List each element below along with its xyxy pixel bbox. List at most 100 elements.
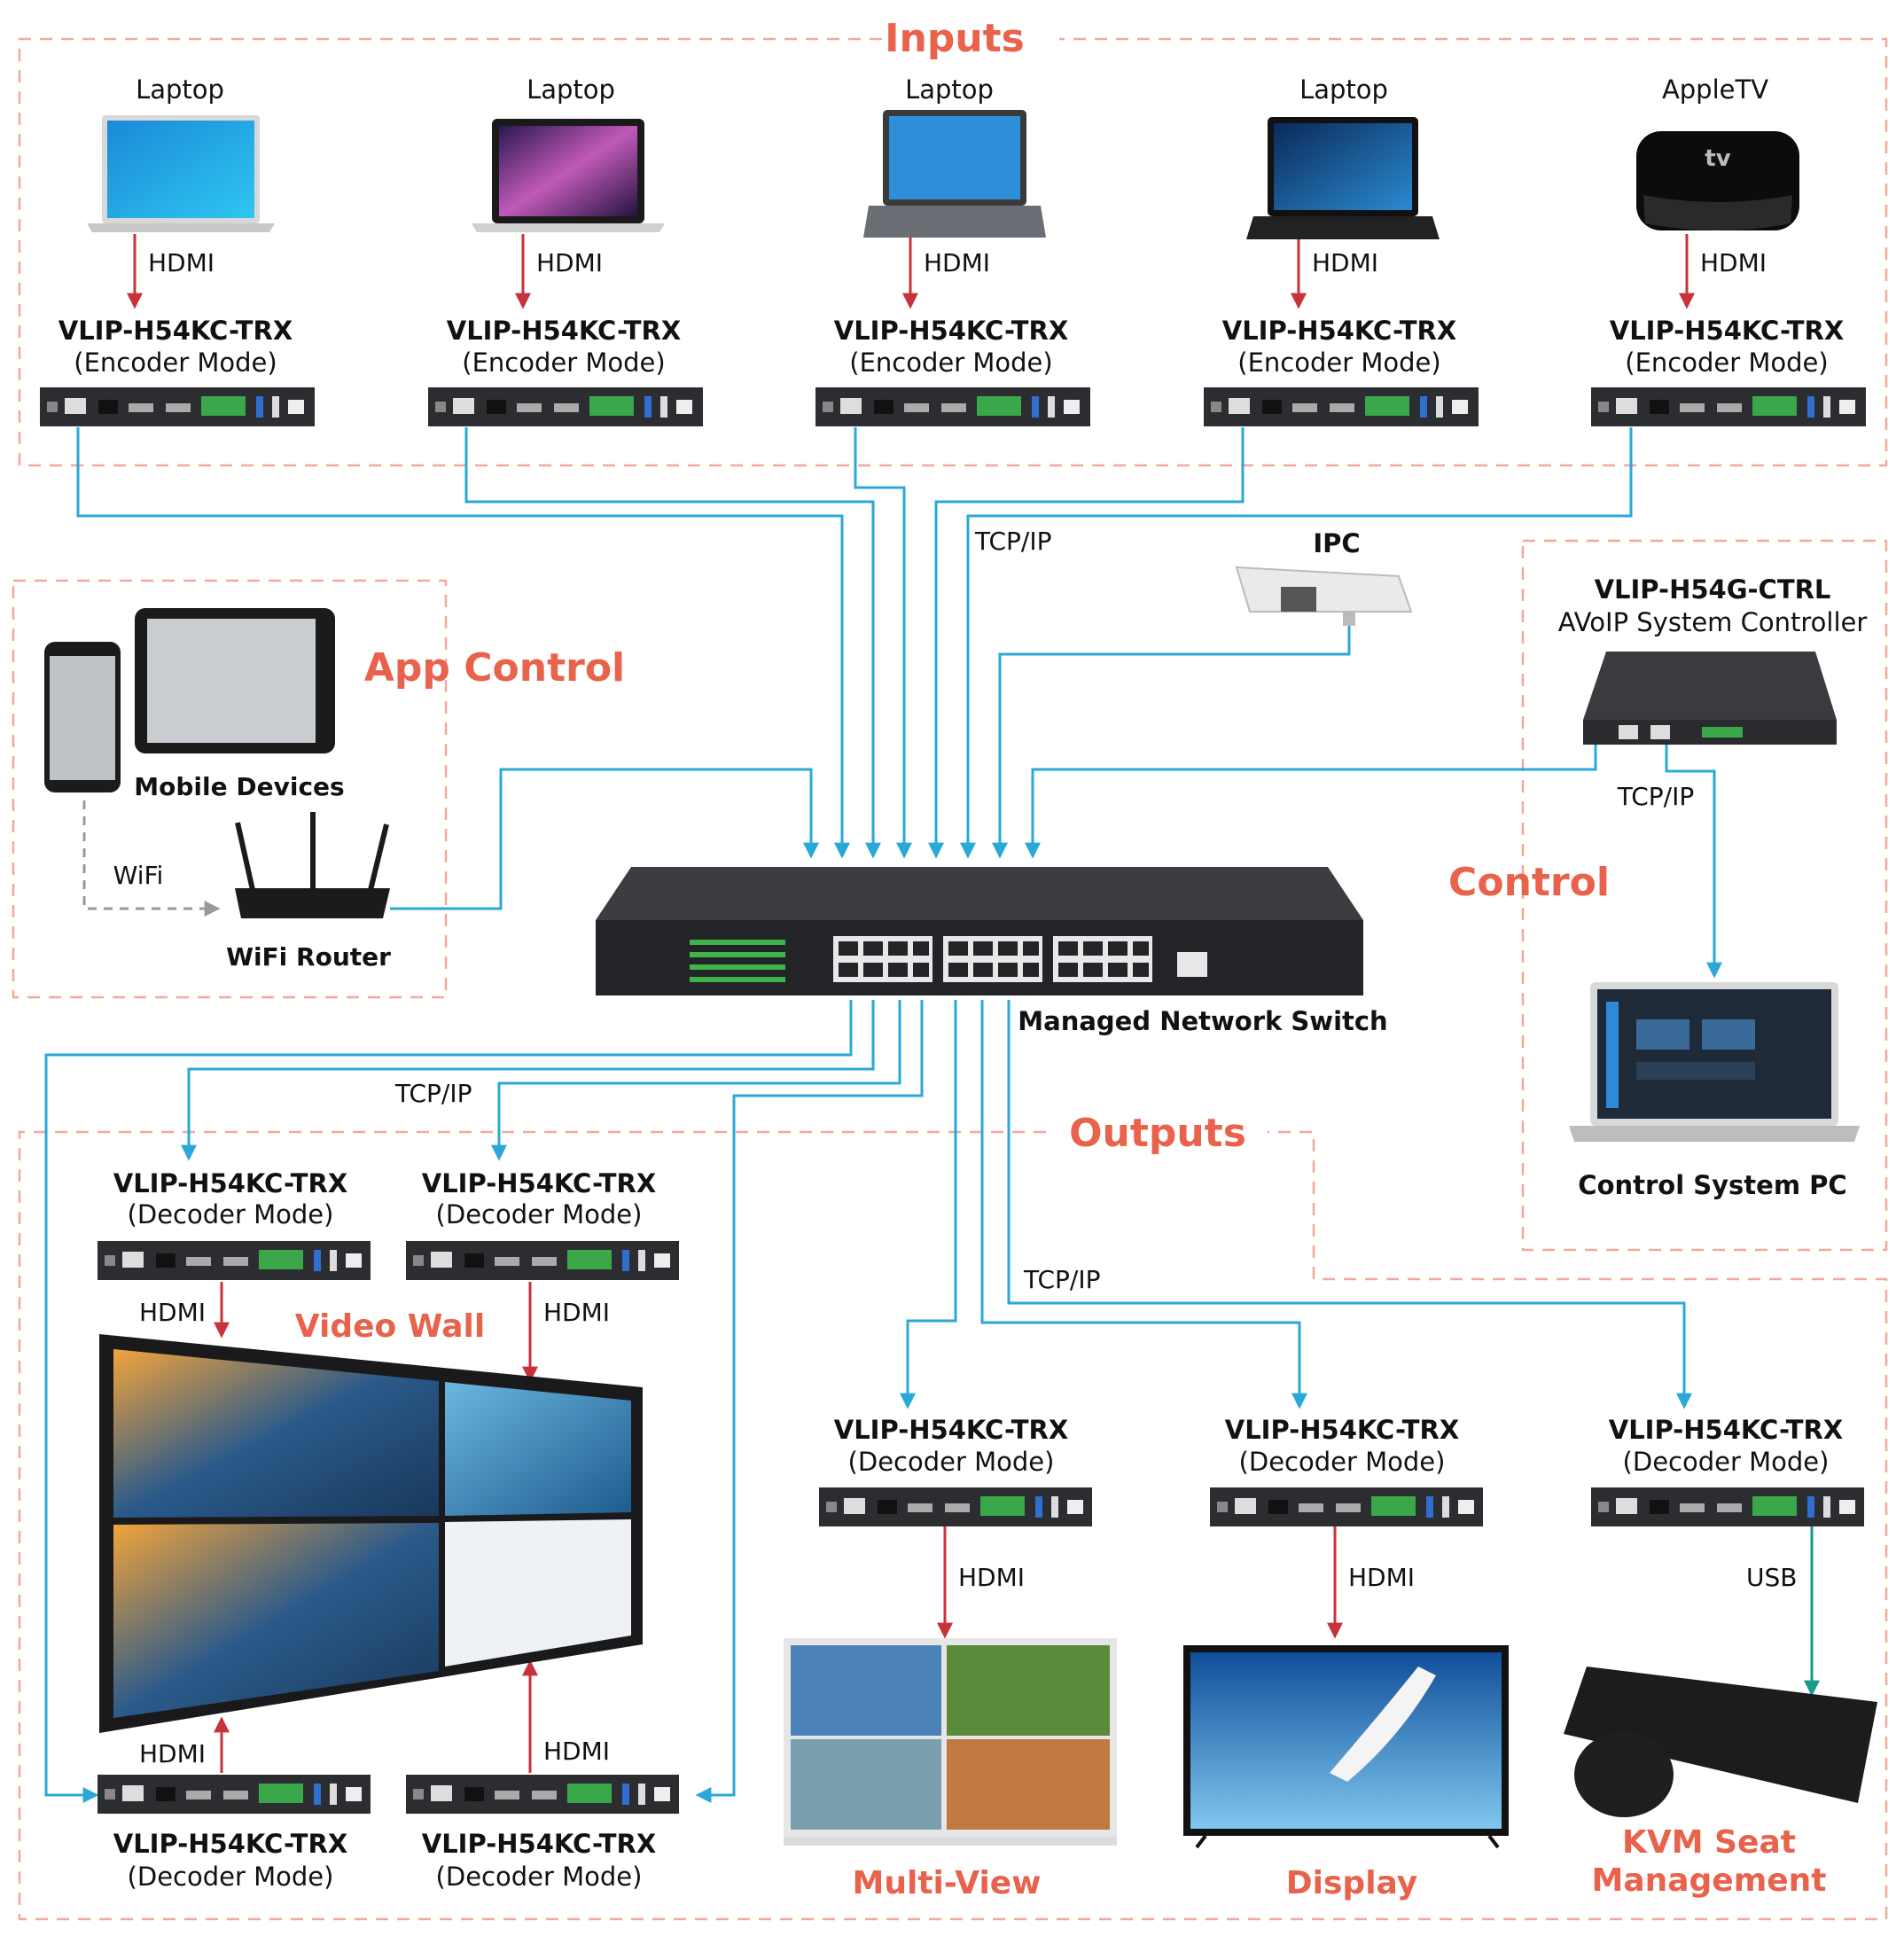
hdmi-label: HDMI [139,1739,206,1768]
decoder-model: VLIP-H54KC-TRX [113,1168,347,1198]
outputs-title: Outputs [1069,1111,1246,1156]
encoder-mode: (Encoder Mode) [74,347,277,378]
hdmi-label: HDMI [958,1563,1025,1592]
encoder-model: VLIP-H54KC-TRX [1222,316,1456,346]
encoder-device-1 [40,387,315,426]
decoder-mode: (Decoder Mode) [1623,1447,1830,1477]
encoder-device-2 [428,387,703,426]
source-laptop-3: Laptop [863,74,1046,238]
encoder-model: VLIP-H54KC-TRX [447,316,681,346]
app-control-frame [12,579,448,999]
encoder-labels: VLIP-H54KC-TRX (Encoder Mode) VLIP-H54KC… [59,316,1844,378]
decoder-mode: (Decoder Mode) [128,1199,334,1230]
control-pc-label: Control System PC [1578,1170,1846,1200]
hdmi-label: HDMI [139,1298,206,1327]
encoder-model: VLIP-H54KC-TRX [834,316,1068,346]
control-frame [1521,539,1888,1252]
encoder-devices [40,387,1866,426]
encoder-model: VLIP-H54KC-TRX [59,316,293,346]
videowall-hdmi-labels: HDMI HDMI HDMI HDMI [139,1298,610,1768]
decoder-model: VLIP-H54KC-TRX [1225,1415,1459,1445]
inputs-title: Inputs [885,16,1025,61]
output-decoder-labels: VLIP-H54KC-TRX (Decoder Mode) VLIP-H54KC… [834,1415,1843,1477]
videowall-decoder-devices [98,1241,679,1814]
hdmi-label: HDMI [1312,248,1378,277]
decoder-mode: (Decoder Mode) [128,1862,334,1892]
video-wall-title: Video Wall [295,1308,485,1345]
ipc-camera: IPC [1235,528,1413,626]
hdmi-label: HDMI [543,1298,610,1327]
source-laptop-1: Laptop [87,74,275,232]
mobile-devices: Mobile Devices [44,608,345,801]
source-laptop-2: Laptop [472,74,665,232]
decoder-model: VLIP-H54KC-TRX [422,1829,656,1859]
control-system-pc: Control System PC [1569,982,1860,1200]
usb-label: USB [1746,1563,1797,1592]
hdmi-cables [127,234,1695,1773]
outputs-frame [18,1130,1888,1921]
decoder-mode: (Decoder Mode) [1239,1447,1446,1477]
wifi-label: WiFi [113,861,164,890]
encoder-mode: (Encoder Mode) [462,347,665,378]
switch-leds [690,940,785,982]
encoder-device-4 [1204,387,1479,426]
kvm-title-line1: KVM Seat [1622,1824,1796,1861]
managed-network-switch: Managed Network Switch [596,867,1388,1036]
hdmi-label: HDMI [1348,1563,1415,1592]
tcpip-label-videowall: TCP/IP [394,1079,472,1108]
network-cables [44,427,1722,1803]
decoder-mode: (Decoder Mode) [436,1199,643,1230]
wifi-router-label: WiFi Router [226,942,391,972]
kvm-title-line2: Management [1592,1862,1827,1899]
app-control-title: App Control [364,645,625,691]
control-title: Control [1448,860,1610,905]
source-appletv: AppleTV tv [1636,74,1799,230]
decoder-model: VLIP-H54KC-TRX [1609,1415,1843,1445]
output-decoder-devices [819,1487,1864,1526]
keyboard-icon [1564,1667,1877,1803]
controller-desc: AVoIP System Controller [1558,607,1868,637]
encoder-model: VLIP-H54KC-TRX [1610,316,1844,346]
display-tv [1183,1645,1509,1849]
kvm-keyboard-mouse [1564,1667,1877,1817]
wifi-link [82,800,221,917]
appletv-logo: tv [1705,145,1730,172]
decoder-mode: (Decoder Mode) [436,1862,643,1892]
system-controller: VLIP-H54G-CTRL AVoIP System Controller [1558,574,1868,745]
encoder-device-5 [1591,387,1866,426]
decoder-model: VLIP-H54KC-TRX [834,1415,1068,1445]
multi-view-monitor [784,1638,1117,1846]
source-label-2: Laptop [527,74,615,105]
video-wall [99,1334,643,1733]
hdmi-label: HDMI [536,248,603,277]
videowall-decoder-labels: VLIP-H54KC-TRX (Decoder Mode) VLIP-H54KC… [113,1168,656,1892]
tcpip-label-inputs: TCP/IP [974,527,1051,556]
controller-model: VLIP-H54G-CTRL [1595,574,1831,605]
switch-label: Managed Network Switch [1018,1006,1387,1036]
source-label-3: Laptop [905,74,994,105]
encoder-mode: (Encoder Mode) [1237,347,1440,378]
hdmi-label: HDMI [148,248,215,277]
mobile-devices-label: Mobile Devices [134,772,344,801]
source-label-5: AppleTV [1662,74,1768,105]
encoder-mode: (Encoder Mode) [1625,347,1828,378]
display-title: Display [1286,1865,1417,1901]
output-link-labels: HDMI HDMI USB [958,1563,1797,1592]
hdmi-label: HDMI [924,248,990,277]
mouse-icon [1574,1732,1674,1817]
inputs-frame [18,37,1888,467]
multi-view-title: Multi-View [853,1865,1042,1901]
tcpip-label-outputs: TCP/IP [1023,1265,1100,1294]
hdmi-label: HDMI [1700,248,1767,277]
decoder-model: VLIP-H54KC-TRX [422,1168,656,1198]
decoder-model: VLIP-H54KC-TRX [113,1829,347,1859]
hdmi-label: HDMI [543,1737,610,1766]
source-label-1: Laptop [136,74,224,105]
wifi-router: WiFi Router [226,812,391,972]
source-label-4: Laptop [1299,74,1388,105]
ipc-label: IPC [1313,528,1360,558]
source-laptop-4: Laptop [1246,74,1440,239]
encoder-device-3 [815,387,1090,426]
input-hdmi-labels: HDMI HDMI HDMI HDMI HDMI [148,248,1767,277]
